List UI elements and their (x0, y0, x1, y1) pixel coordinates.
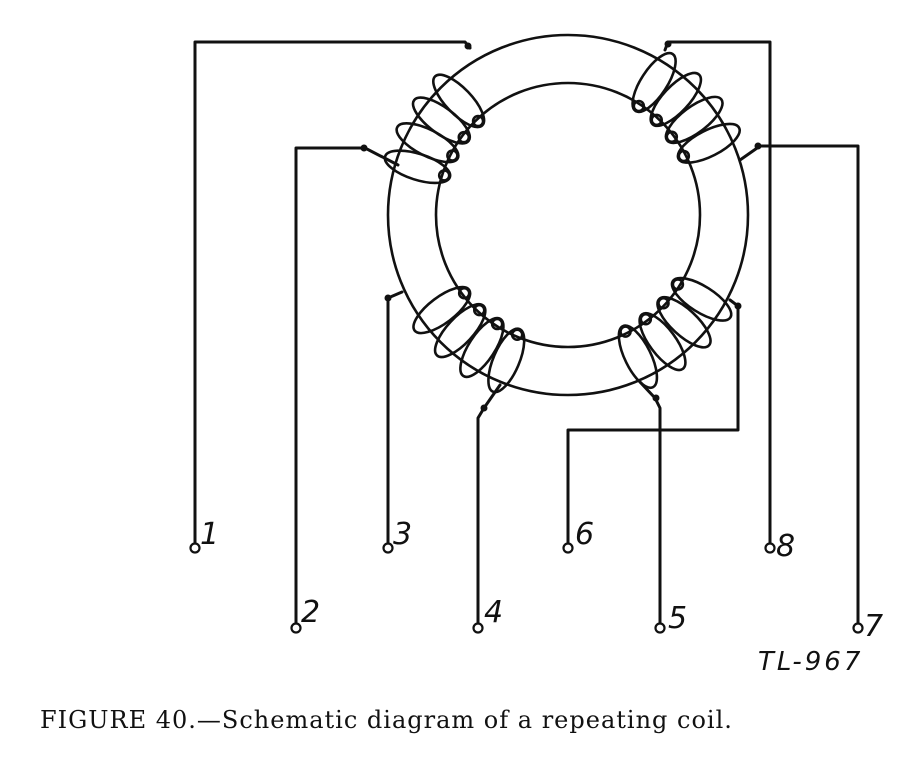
junction-3 (384, 294, 392, 302)
winding-turn-end (650, 113, 664, 127)
winding-turn-end (677, 149, 691, 163)
terminal-label-7: 7 (864, 609, 883, 644)
core-inner-edge (434, 81, 702, 349)
winding-turn-end (490, 317, 504, 331)
winding-turn-end (639, 312, 653, 326)
windings (383, 51, 741, 394)
winding-turn-end (619, 325, 632, 338)
lead-wire-6 (566, 298, 740, 547)
figure-reference-number: TL-967 (758, 647, 863, 677)
junction-2 (360, 144, 368, 152)
terminal-3 (382, 542, 394, 554)
junction-5 (652, 394, 660, 402)
terminal-1 (189, 542, 201, 554)
coil-schematic-svg: 1 2 3 4 5 6 7 8 TL-967 (189, 33, 883, 677)
winding-turn-end (457, 286, 471, 300)
figure-caption: FIGURE 40.—Schematic diagram of a repeat… (40, 706, 733, 734)
winding-upper-right (631, 51, 741, 164)
terminal-2 (290, 622, 302, 634)
winding-turn-end (671, 278, 685, 291)
winding-upper-left (383, 73, 486, 185)
junction-dots (360, 40, 762, 412)
terminal-label-4: 4 (484, 595, 503, 630)
terminal-label-3: 3 (393, 517, 412, 552)
terminals (189, 542, 864, 634)
junction-4 (480, 404, 488, 412)
junction-6 (734, 302, 742, 310)
junction-8 (664, 40, 672, 48)
junction-7 (754, 142, 762, 150)
winding-turn-end (446, 149, 459, 162)
lead-wire-7 (738, 144, 860, 627)
winding-turn-end (472, 303, 486, 317)
winding-turn-end (665, 130, 679, 144)
terminal-label-6: 6 (575, 517, 594, 552)
lead-wires (193, 40, 860, 627)
winding-lower-right (617, 276, 733, 390)
terminal-5 (654, 622, 666, 634)
lead-wire-1 (193, 40, 472, 547)
winding-turn-end (657, 296, 670, 310)
winding-turn-end (510, 328, 524, 342)
winding-turn-end (457, 130, 471, 144)
terminal-label-8: 8 (776, 529, 795, 564)
winding-turn-end (471, 114, 485, 128)
terminal-labels: 1 2 3 4 5 6 7 8 (200, 517, 883, 644)
lead-wire-4 (476, 383, 502, 627)
terminal-label-2: 2 (301, 595, 320, 630)
terminal-label-5: 5 (668, 601, 687, 636)
core-outer-edge (386, 33, 750, 397)
winding-turn-end (437, 169, 451, 182)
terminal-label-1: 1 (200, 517, 219, 552)
terminal-6 (562, 542, 574, 554)
lead-wire-2 (294, 146, 400, 627)
lead-wire-3 (386, 290, 404, 547)
toroid-core (386, 33, 750, 397)
terminal-4 (472, 622, 484, 634)
junction-1 (464, 42, 472, 50)
lead-wire-5 (638, 380, 662, 627)
terminal-8 (764, 542, 776, 554)
winding-turn-end (632, 99, 646, 113)
terminal-7 (852, 622, 864, 634)
winding-lower-left (412, 285, 526, 394)
